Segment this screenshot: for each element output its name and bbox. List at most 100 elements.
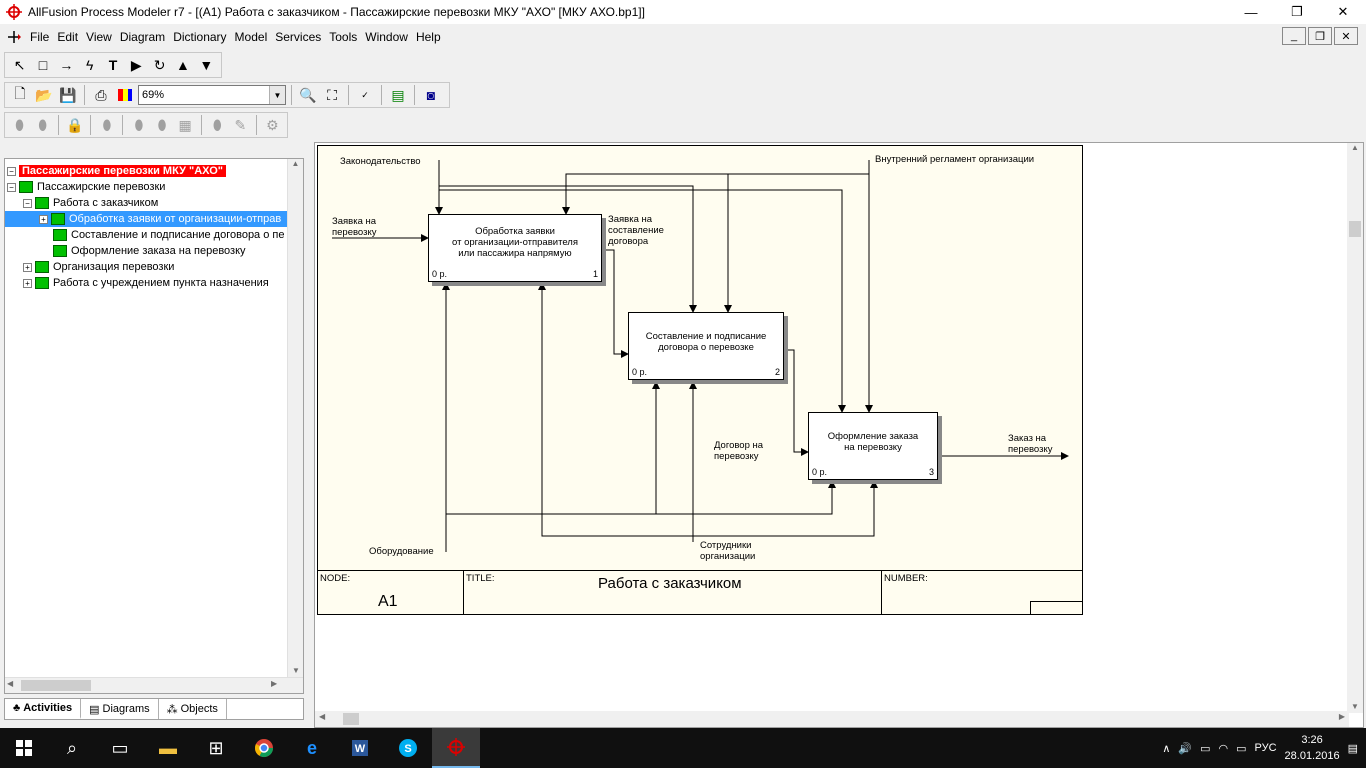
- start-button[interactable]: [0, 728, 48, 768]
- model-mart-icon[interactable]: ◙: [426, 87, 436, 103]
- search-icon[interactable]: ⌕: [66, 737, 78, 758]
- scroll-left-icon[interactable]: ◀: [319, 712, 326, 721]
- scroll-right-icon[interactable]: ▶: [1338, 712, 1345, 721]
- scroll-thumb[interactable]: [343, 713, 359, 725]
- tree-item[interactable]: + Обработка заявки от организации-отправ: [5, 211, 289, 227]
- go-to-child-icon[interactable]: ▶: [130, 56, 142, 73]
- collapse-icon[interactable]: −: [7, 166, 16, 176]
- label-regulation[interactable]: Внутренний регламент организации: [875, 154, 1035, 165]
- go-to-sibling-icon[interactable]: ▼: [199, 57, 214, 73]
- collapse-icon[interactable]: −: [7, 182, 16, 192]
- expand-icon[interactable]: +: [23, 278, 32, 288]
- process-modeler-taskbar-icon[interactable]: [432, 728, 480, 768]
- new-file-icon[interactable]: 🗋: [14, 85, 26, 101]
- diagram-vertical-scrollbar[interactable]: ▲ ▼: [1347, 143, 1363, 713]
- tree-vertical-scrollbar[interactable]: ▲ ▼: [287, 159, 303, 677]
- model-explorer-icon[interactable]: ▤: [391, 86, 405, 103]
- menu-services[interactable]: Services: [275, 30, 322, 44]
- scroll-up-icon[interactable]: ▲: [291, 159, 300, 168]
- squiggle-tool-icon[interactable]: ϟ: [85, 57, 94, 73]
- tab-activities[interactable]: ♣ Activities: [5, 699, 82, 719]
- tree-item[interactable]: Составление и подписание договора о пе: [53, 227, 284, 243]
- activity-box-3[interactable]: Оформление заказа на перевозку 0 р. 3: [808, 412, 938, 480]
- tree-root[interactable]: − Пассажирские перевозки МКУ "АХО": [7, 163, 226, 179]
- activity-box-tool-icon[interactable]: □: [38, 57, 48, 73]
- diagram-canvas[interactable]: Законодательство Внутренний регламент ор…: [317, 145, 1083, 615]
- diagram-horizontal-scrollbar[interactable]: ◀ ▶: [315, 711, 1349, 727]
- scroll-right-icon[interactable]: ▶: [271, 679, 278, 688]
- menu-view[interactable]: View: [86, 30, 112, 44]
- maximize-button[interactable]: ❐: [1291, 4, 1303, 19]
- menu-dictionary[interactable]: Dictionary: [173, 30, 227, 44]
- tree-item[interactable]: + Работа с учреждением пункта назначения: [23, 275, 269, 291]
- text-tool-icon[interactable]: T: [108, 57, 118, 73]
- go-to-parent-icon[interactable]: ▲: [176, 57, 190, 73]
- scroll-down-icon[interactable]: ▼: [1351, 702, 1359, 711]
- mdi-restore-button[interactable]: ❐: [1308, 27, 1332, 45]
- store-icon[interactable]: ⊞: [208, 737, 224, 758]
- label-request-in-1[interactable]: Заявка на: [332, 216, 377, 227]
- zoom-icon[interactable]: 🔍: [299, 86, 317, 103]
- menu-model[interactable]: Model: [234, 30, 268, 44]
- label-request-in-2[interactable]: перевозку: [332, 227, 377, 238]
- file-explorer-icon[interactable]: ▬: [159, 737, 177, 758]
- chrome-icon[interactable]: [240, 728, 288, 768]
- tab-diagrams[interactable]: ▤ Diagrams: [81, 699, 159, 719]
- tree-item[interactable]: + Организация перевозки: [23, 259, 174, 275]
- label-request-contract-2[interactable]: составление: [608, 225, 664, 236]
- print-icon[interactable]: ⎙: [95, 86, 107, 103]
- clock[interactable]: 3:26 28.01.2016: [1285, 732, 1340, 764]
- label-order-1[interactable]: Заказ на: [1008, 433, 1047, 444]
- scroll-left-icon[interactable]: ◀: [7, 679, 14, 688]
- expand-icon[interactable]: +: [23, 262, 32, 272]
- spell-check-icon[interactable]: ✓: [361, 89, 369, 100]
- label-request-contract-1[interactable]: Заявка на: [608, 214, 653, 225]
- mdi-close-button[interactable]: ✕: [1334, 27, 1358, 45]
- edge-icon[interactable]: e: [306, 737, 317, 758]
- tree-item[interactable]: − Пассажирские перевозки: [7, 179, 165, 195]
- open-folder-icon[interactable]: 📂: [35, 86, 53, 103]
- expand-icon[interactable]: +: [39, 214, 48, 224]
- battery-icon[interactable]: ▭: [1200, 742, 1211, 755]
- document-icon[interactable]: [6, 29, 22, 45]
- pointer-tool-icon[interactable]: ↖: [13, 56, 26, 73]
- close-button[interactable]: ✕: [1337, 4, 1349, 19]
- message-icon[interactable]: ▭: [1236, 742, 1247, 755]
- label-staff-1[interactable]: Сотрудники: [700, 540, 752, 551]
- label-contract-2[interactable]: перевозку: [714, 451, 759, 462]
- tree-item[interactable]: Оформление заказа на перевозку: [53, 243, 246, 259]
- scroll-down-icon[interactable]: ▼: [292, 666, 300, 675]
- menu-window[interactable]: Window: [365, 30, 408, 44]
- notifications-icon[interactable]: ▤: [1347, 742, 1358, 755]
- label-order-2[interactable]: перевозку: [1008, 444, 1053, 455]
- arrow-tool-icon[interactable]: →: [59, 57, 74, 73]
- scroll-up-icon[interactable]: ▲: [1351, 143, 1359, 152]
- tab-objects[interactable]: ⁂ Objects: [159, 699, 227, 719]
- label-contract-1[interactable]: Договор на: [714, 440, 764, 451]
- tree-item[interactable]: − Работа с заказчиком: [23, 195, 158, 211]
- activity-box-2[interactable]: Составление и подписание договора о пере…: [628, 312, 784, 380]
- collapse-icon[interactable]: −: [23, 198, 32, 208]
- zoom-fit-icon[interactable]: ⛶: [327, 86, 337, 103]
- scroll-thumb[interactable]: [1349, 221, 1361, 237]
- label-equipment[interactable]: Оборудование: [369, 546, 434, 557]
- menu-help[interactable]: Help: [415, 30, 441, 44]
- menu-tools[interactable]: Tools: [329, 30, 358, 44]
- label-law[interactable]: Законодательство: [340, 156, 421, 167]
- minimize-button[interactable]: —: [1244, 4, 1258, 20]
- zoom-select[interactable]: 69% ▼: [138, 85, 286, 105]
- chevron-down-icon[interactable]: ▼: [269, 86, 285, 104]
- tree-horizontal-scrollbar[interactable]: ◀ ▶: [5, 677, 303, 693]
- label-request-contract-3[interactable]: договора: [608, 236, 649, 247]
- menu-diagram[interactable]: Diagram: [119, 30, 166, 44]
- wifi-icon[interactable]: ◠: [1218, 742, 1229, 755]
- language-indicator[interactable]: РУС: [1254, 742, 1277, 754]
- skype-icon[interactable]: S: [384, 728, 432, 768]
- menu-file[interactable]: File: [30, 30, 50, 44]
- scroll-thumb[interactable]: [21, 680, 91, 691]
- menu-edit[interactable]: Edit: [57, 30, 79, 44]
- refresh-icon[interactable]: ↻: [153, 56, 166, 73]
- label-staff-2[interactable]: организации: [700, 551, 756, 562]
- volume-icon[interactable]: 🔊: [1178, 742, 1193, 755]
- task-view-icon[interactable]: ▭: [111, 737, 129, 758]
